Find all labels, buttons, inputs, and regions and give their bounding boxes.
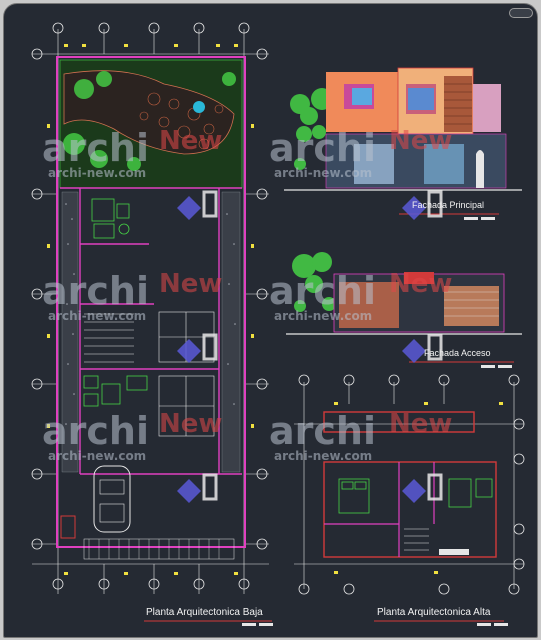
facade-access-title: Fachada Acceso [424, 348, 491, 358]
watermark-url: archi-new.com [274, 449, 373, 463]
watermark-suffix: New [159, 409, 223, 439]
main-facade-elevation [284, 67, 522, 220]
watermark-brand: archi [269, 126, 376, 170]
watermark-url: archi-new.com [48, 449, 147, 463]
watermark-url: archi-new.com [48, 309, 147, 323]
watermark-suffix: New [159, 126, 223, 156]
upper-floor-plan [294, 374, 525, 626]
lower-floor-plan [31, 22, 273, 626]
access-facade-elevation [286, 252, 522, 368]
watermark-suffix: New [389, 409, 453, 439]
watermark-brand: archi [42, 126, 149, 170]
watermark-suffix: New [159, 269, 223, 299]
facade-main-title: Fachada Principal [412, 200, 485, 210]
cad-viewport[interactable]: archi New archi-new.com archi New archi-… [3, 3, 538, 638]
watermark-brand: archi [269, 269, 376, 313]
watermark-logos [177, 190, 443, 503]
watermark-url: archi-new.com [274, 166, 373, 180]
watermark-brand: archi [42, 269, 149, 313]
upper-plan-title: Planta Arquitectonica Alta [377, 607, 491, 618]
watermark-suffix: New [389, 269, 453, 299]
watermark-brand: archi [42, 409, 149, 453]
viewport-corner-control[interactable] [509, 8, 533, 18]
watermark-url: archi-new.com [274, 309, 373, 323]
watermark-suffix: New [389, 126, 453, 156]
cad-drawing [31, 22, 525, 626]
lower-plan-title: Planta Arquitectonica Baja [146, 607, 263, 618]
watermark-brand: archi [269, 409, 376, 453]
watermark-url: archi-new.com [48, 166, 147, 180]
